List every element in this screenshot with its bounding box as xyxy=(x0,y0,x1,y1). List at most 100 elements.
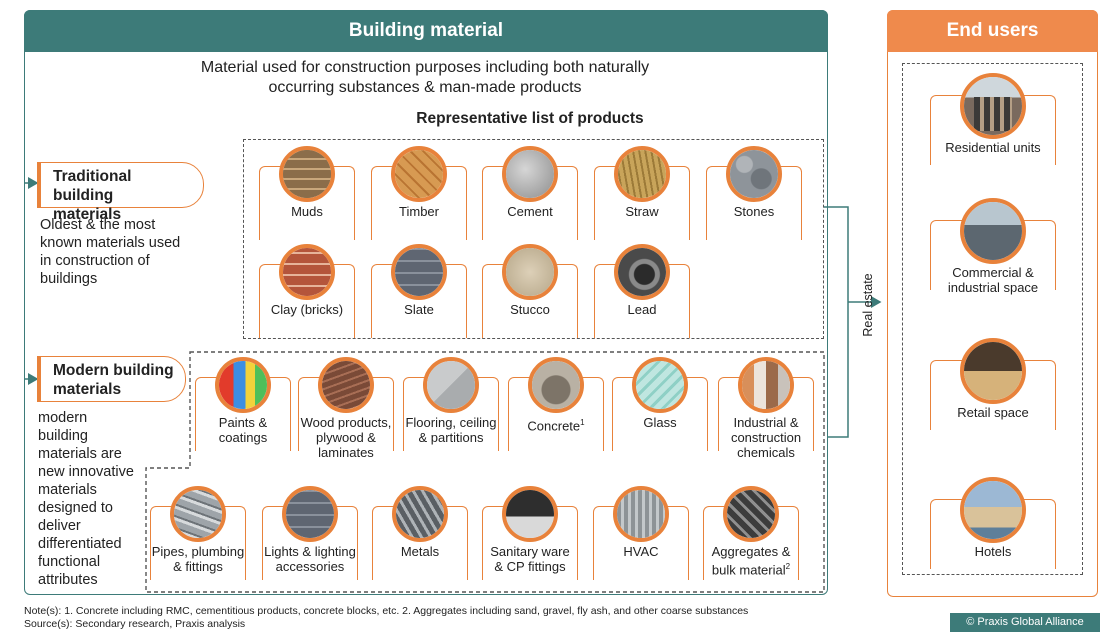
product-card-stones: Stones xyxy=(706,146,802,240)
modern-accent-bar xyxy=(37,356,41,402)
traditional-label-line-1: Traditional building xyxy=(53,168,132,204)
product-label: Stucco xyxy=(510,302,550,317)
desc-line: attributes xyxy=(38,572,98,588)
product-label: Straw xyxy=(625,204,659,219)
hvac-image xyxy=(613,486,669,542)
traditional-products-group xyxy=(243,139,824,339)
traditional-label-line-2: materials xyxy=(53,206,122,223)
product-card-aggregates: Aggregates &bulk material2 xyxy=(703,486,799,580)
lights-image xyxy=(282,486,338,542)
wood-products-image xyxy=(318,357,374,413)
desc-line: buildings xyxy=(40,271,98,287)
real-estate-connector-label: Real estate xyxy=(861,273,875,337)
clay-bricks-image xyxy=(279,244,335,300)
aggregates-image xyxy=(723,486,779,542)
slate-image xyxy=(391,244,447,300)
commercial-image xyxy=(960,198,1026,264)
modern-category-label: Modern building materials xyxy=(40,356,186,402)
desc-line: in construction of xyxy=(40,253,150,269)
desc-line: Oldest & the most xyxy=(40,217,156,233)
end-user-hotels: Hotels xyxy=(930,477,1056,569)
product-card-concrete: Concrete1 xyxy=(508,357,604,451)
product-card-slate: Slate xyxy=(371,244,467,338)
product-card-paints-coatings: Paints &coatings xyxy=(195,357,291,451)
product-label: Sanitary ware& CP fittings xyxy=(490,544,570,574)
traditional-description: Oldest & the most known materials used i… xyxy=(40,216,210,288)
product-label: Concrete1 xyxy=(527,418,585,434)
product-label: Wood products,plywood &laminates xyxy=(300,415,392,460)
modern-label-line-2: materials xyxy=(53,381,122,398)
product-card-hvac: HVAC xyxy=(593,486,689,580)
desc-line: building xyxy=(38,428,88,444)
definition-text: Material used for construction purposes … xyxy=(170,58,680,98)
modern-description: modern building materials are new innova… xyxy=(38,409,148,589)
desc-line: differentiated xyxy=(38,536,122,552)
product-label: Metals xyxy=(400,544,440,559)
end-users-group xyxy=(902,63,1083,575)
source-line: Source(s): Secondary research, Praxis an… xyxy=(24,618,246,630)
glass-image xyxy=(632,357,688,413)
product-label: Muds xyxy=(291,204,323,219)
product-card-timber: Timber xyxy=(371,146,467,240)
representative-list-title: Representative list of products xyxy=(416,110,644,127)
product-card-muds: Muds xyxy=(259,146,355,240)
modern-label-line-1: Modern building xyxy=(53,362,174,379)
product-label: Slate xyxy=(404,302,434,317)
pipes-image xyxy=(170,486,226,542)
retail-image xyxy=(960,338,1026,404)
product-card-flooring: Flooring, ceiling& partitions xyxy=(403,357,499,451)
end-user-label: Hotels xyxy=(974,544,1012,559)
product-card-cement: Cement xyxy=(482,146,578,240)
desc-line: functional xyxy=(38,554,101,570)
metals-image xyxy=(392,486,448,542)
product-label: Clay (bricks) xyxy=(270,302,344,317)
building-material-header: Building material xyxy=(24,10,828,52)
desc-line: materials xyxy=(38,482,97,498)
product-card-glass: Glass xyxy=(612,357,708,451)
paints-image xyxy=(215,357,271,413)
product-label: Paints &coatings xyxy=(218,415,268,445)
definition-line-2: occurring substances & man-made products xyxy=(268,79,582,96)
brand-badge: © Praxis Global Alliance xyxy=(950,613,1100,632)
product-card-pipes: Pipes, plumbing& fittings xyxy=(150,486,246,580)
sanitary-image xyxy=(502,486,558,542)
desc-line: known materials used xyxy=(40,235,181,251)
product-card-metals: Metals xyxy=(372,486,468,580)
traditional-category-label: Traditional building materials xyxy=(40,162,204,223)
product-card-lead: Lead xyxy=(594,244,690,338)
stucco-image xyxy=(502,244,558,300)
end-user-label: Commercial &industrial space xyxy=(947,265,1039,295)
hotels-image xyxy=(960,477,1026,543)
end-users-header: End users xyxy=(887,10,1098,52)
desc-line: new innovative xyxy=(38,464,134,480)
product-label: Cement xyxy=(507,204,553,219)
muds-image xyxy=(279,146,335,202)
stones-image xyxy=(726,146,782,202)
product-card-wood-products: Wood products,plywood &laminates xyxy=(298,357,394,460)
definition-line-1: Material used for construction purposes … xyxy=(200,59,650,76)
desc-line: designed to xyxy=(38,500,113,516)
timber-image xyxy=(391,146,447,202)
product-label: HVAC xyxy=(623,544,659,559)
product-label: Glass xyxy=(643,415,677,430)
flooring-image xyxy=(423,357,479,413)
product-label: Pipes, plumbing& fittings xyxy=(151,544,245,574)
cement-image xyxy=(502,146,558,202)
product-label: Aggregates &bulk material2 xyxy=(711,544,791,578)
straw-image xyxy=(614,146,670,202)
product-label: Lead xyxy=(627,302,657,317)
end-user-label: Residential units xyxy=(945,140,1041,155)
traditional-accent-bar xyxy=(37,162,41,208)
concrete-image xyxy=(528,357,584,413)
desc-line: modern xyxy=(38,410,88,426)
product-card-stucco: Stucco xyxy=(482,244,578,338)
end-user-residential: Residential units xyxy=(930,73,1056,165)
product-label: Timber xyxy=(399,204,439,219)
product-label: Flooring, ceiling& partitions xyxy=(405,415,497,445)
footnotes: Note(s): 1. Concrete including RMC, ceme… xyxy=(24,605,748,631)
